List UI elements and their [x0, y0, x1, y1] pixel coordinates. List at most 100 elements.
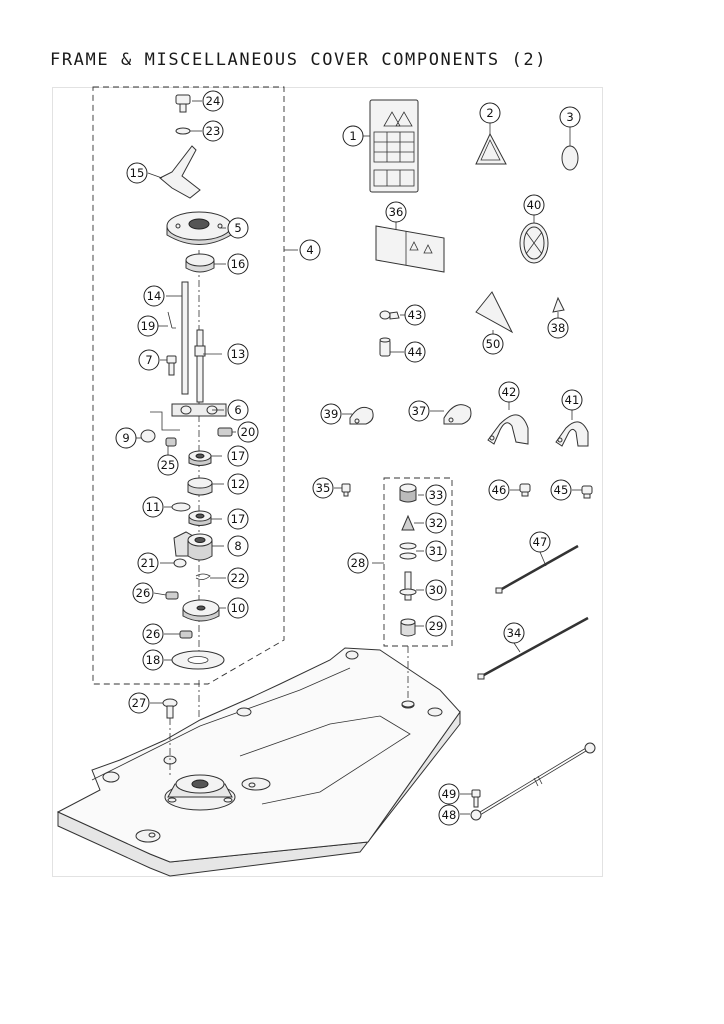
setscrew-25-part: [165, 437, 177, 447]
wire-19-path: [150, 411, 180, 431]
callout-number: 41: [565, 393, 580, 407]
callout-circle: [503, 622, 525, 644]
callout-circle: [227, 508, 249, 530]
callout-circle: [425, 484, 447, 506]
bearing-17a-part: [188, 450, 212, 466]
callout-circle: [115, 427, 137, 449]
callout-24: 24: [202, 90, 224, 112]
callouts: 2423155416141913762092517121117821222610…: [115, 90, 583, 826]
callout-12: 12: [227, 473, 249, 495]
plate-40-part: [519, 222, 549, 264]
callout-number: 11: [146, 500, 161, 514]
callout-21: 21: [137, 552, 159, 574]
callout-circle: [202, 90, 224, 112]
callout-circle: [342, 125, 364, 147]
callout-48: 48: [438, 804, 460, 826]
assembly-28-boundary: [383, 477, 453, 647]
callout-number: 30: [429, 583, 444, 597]
callout-1: 1: [342, 125, 364, 147]
callout-circle: [227, 343, 249, 365]
callout-17b: 17: [227, 508, 249, 530]
washer-31b-part: [399, 552, 417, 560]
callout-number: 43: [408, 308, 423, 322]
callout-number: 45: [554, 483, 569, 497]
nut-29-part: [400, 618, 416, 637]
callout-number: 47: [533, 535, 548, 549]
callout-circle: [425, 512, 447, 534]
callout-circle: [227, 567, 249, 589]
callout-22: 22: [227, 567, 249, 589]
stud-30-part: [399, 571, 417, 601]
callout-17a: 17: [227, 445, 249, 467]
callout-37: 37: [408, 400, 430, 422]
callout-4: 4: [299, 239, 321, 261]
callout-number: 46: [492, 483, 507, 497]
shaft-14-part: [181, 281, 189, 395]
bracket-15-part: [159, 145, 201, 199]
callout-number: 5: [234, 221, 241, 235]
callout-20: 20: [237, 421, 259, 443]
callout-number: 23: [206, 124, 221, 138]
label-38-part: [552, 296, 565, 313]
ring-11-part: [171, 502, 191, 512]
wire-19-part: [167, 311, 176, 329]
clip-21-part: [173, 558, 187, 568]
callout-number: 36: [389, 205, 404, 219]
callout-number: 24: [206, 94, 221, 108]
callout-15: 15: [126, 162, 148, 184]
callout-number: 50: [486, 337, 501, 351]
callout-number: 22: [231, 571, 246, 585]
callout-47: 47: [529, 531, 551, 553]
callout-circle: [138, 349, 160, 371]
callout-9: 9: [115, 427, 137, 449]
housing-5-part: [166, 211, 232, 245]
callout-26b: 26: [142, 623, 164, 645]
callout-circle: [142, 623, 164, 645]
callout-number: 44: [408, 345, 423, 359]
callout-18: 18: [142, 649, 164, 671]
bushing-12-part: [187, 477, 213, 496]
label-1-part: [369, 99, 419, 193]
callout-number: 40: [527, 198, 542, 212]
callout-number: 34: [507, 626, 522, 640]
callout-number: 33: [429, 488, 444, 502]
cap-3-part: [561, 145, 579, 171]
callout-number: 20: [241, 425, 256, 439]
callout-36: 36: [385, 201, 407, 223]
callout-circle: [550, 479, 572, 501]
rod-13-collar: [194, 345, 206, 357]
callout-number: 8: [234, 539, 241, 553]
leader-47: [539, 551, 547, 567]
callout-circle: [404, 341, 426, 363]
callout-number: 25: [161, 458, 176, 472]
clamp-41-part: [555, 421, 589, 447]
callout-26a: 26: [132, 582, 154, 604]
leader-34: [513, 642, 521, 653]
callout-38: 38: [547, 317, 569, 339]
label-36-part: [375, 225, 445, 273]
callout-40: 40: [523, 194, 545, 216]
callout-number: 14: [147, 289, 162, 303]
callout-number: 16: [231, 257, 246, 271]
callout-circle: [143, 285, 165, 307]
callout-16: 16: [227, 253, 249, 275]
callout-6: 6: [227, 399, 249, 421]
spring-32-part: [401, 514, 415, 531]
callout-number: 6: [234, 403, 241, 417]
callout-28: 28: [347, 552, 369, 574]
knob-33-part: [399, 483, 417, 503]
callout-number: 13: [231, 347, 246, 361]
callout-44: 44: [404, 341, 426, 363]
callout-number: 26: [146, 627, 161, 641]
callout-number: 39: [324, 407, 339, 421]
callout-circle: [404, 304, 426, 326]
callout-number: 17: [231, 449, 246, 463]
callout-45: 45: [550, 479, 572, 501]
screw-27-part: [162, 698, 178, 778]
callout-circle: [137, 315, 159, 337]
screw-7-part: [166, 355, 177, 376]
callout-circle: [227, 253, 249, 275]
callout-circle: [385, 201, 407, 223]
clamp-43-part: [379, 310, 400, 320]
callout-number: 1: [349, 129, 356, 143]
